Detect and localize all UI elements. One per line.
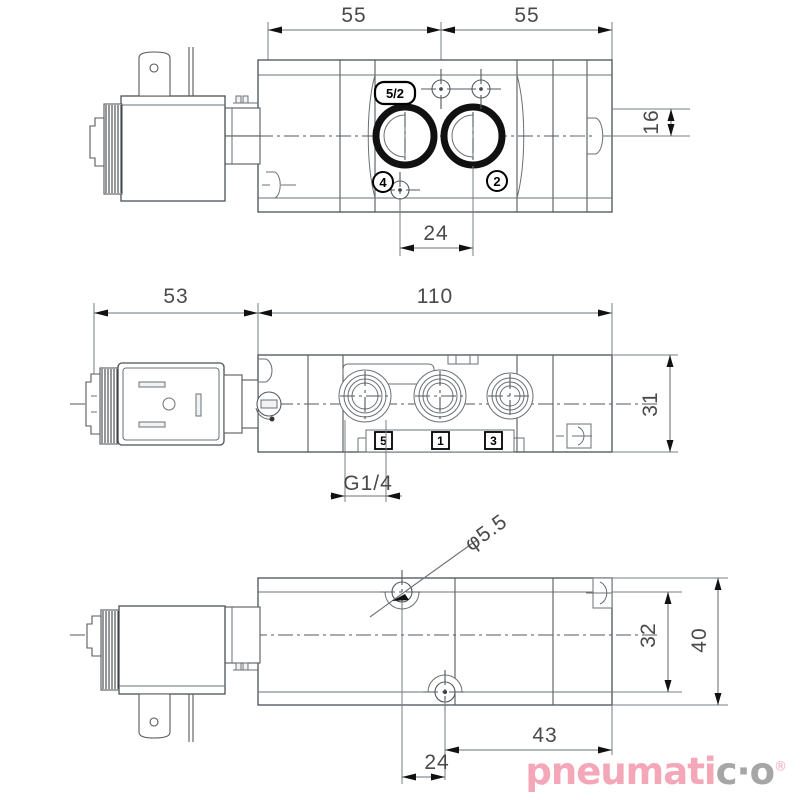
- dim-32-group: [612, 591, 682, 693]
- dim-43-text: 43: [532, 724, 557, 747]
- thread-label: G1/4: [343, 472, 393, 495]
- dim-32-text: 32: [637, 622, 660, 647]
- hole-diameter-label: φ5.5: [460, 510, 511, 556]
- dim-53-text: 53: [163, 285, 188, 308]
- end-cap-detail-top: [574, 117, 618, 155]
- port-5-circle: [338, 369, 392, 423]
- port-openings-top: [372, 103, 506, 169]
- mount-hole-lower-bottom: [423, 670, 467, 714]
- dim-24-top-text: 24: [423, 222, 448, 245]
- valve-function-label: 5/2: [386, 86, 404, 101]
- port-2-badge: 2: [486, 170, 508, 192]
- port-3-circle: [486, 372, 534, 420]
- solenoid-front-view: [85, 362, 259, 446]
- mount-holes-top: [421, 69, 501, 109]
- dim-53-group: [93, 303, 259, 380]
- manual-override-front: [255, 391, 282, 422]
- watermark-primary-text: pneumati: [525, 750, 716, 793]
- port-1-label: 1: [437, 434, 444, 448]
- dim-g14-group: [330, 420, 402, 502]
- port-1-badge: 1: [431, 431, 450, 450]
- solenoid-top-view: [89, 47, 261, 202]
- port-5-label: 5: [380, 434, 387, 448]
- dim-24-group-bottom: [401, 602, 445, 784]
- dim-16-text: 16: [640, 109, 663, 134]
- dim-31-text: 31: [639, 391, 662, 416]
- dim-40-text: 40: [688, 627, 711, 652]
- port-4-label: 4: [379, 175, 387, 190]
- dim-43-group: [444, 700, 613, 780]
- dim-40-group: [612, 577, 728, 706]
- port-4-badge: 4: [372, 171, 394, 193]
- dim-55-left-text: 55: [341, 4, 366, 27]
- dim-24-group-top: [399, 166, 474, 256]
- solenoid-bottom-view: [86, 605, 261, 742]
- end-cap-detail-bottom: [586, 577, 613, 609]
- ports-front: [338, 369, 534, 423]
- view-bottom: [70, 539, 728, 784]
- dim-31-group: [612, 354, 678, 453]
- port-3-badge: 3: [484, 431, 503, 450]
- view-top: 5/2 4 2: [89, 22, 690, 256]
- end-cap-detail-front: [556, 423, 592, 449]
- port-5-badge: 5: [374, 431, 393, 450]
- watermark-registered-symbol: ®: [774, 759, 787, 775]
- mount-hole-upper-bottom: [365, 570, 424, 614]
- dim-24-bottom-text: 24: [424, 751, 449, 774]
- port-3-label: 3: [490, 434, 497, 448]
- dim-110-text: 110: [417, 285, 453, 308]
- watermark-logo: pneumatic·o®: [525, 750, 787, 793]
- view-front: 5 1 3: [70, 303, 678, 502]
- left-notch-front: [258, 358, 273, 383]
- dim-110-group: [258, 303, 613, 355]
- end-cap-detail-top-left: [262, 171, 296, 199]
- watermark-secondary-text: c·o: [715, 750, 775, 793]
- port-1-circle: [413, 369, 467, 423]
- diameter-leader: [369, 539, 478, 618]
- port-2-label: 2: [493, 174, 500, 189]
- dim-55-right-text: 55: [514, 4, 539, 27]
- dim-16-group: [612, 108, 690, 137]
- valve-function-badge: 5/2: [373, 80, 417, 106]
